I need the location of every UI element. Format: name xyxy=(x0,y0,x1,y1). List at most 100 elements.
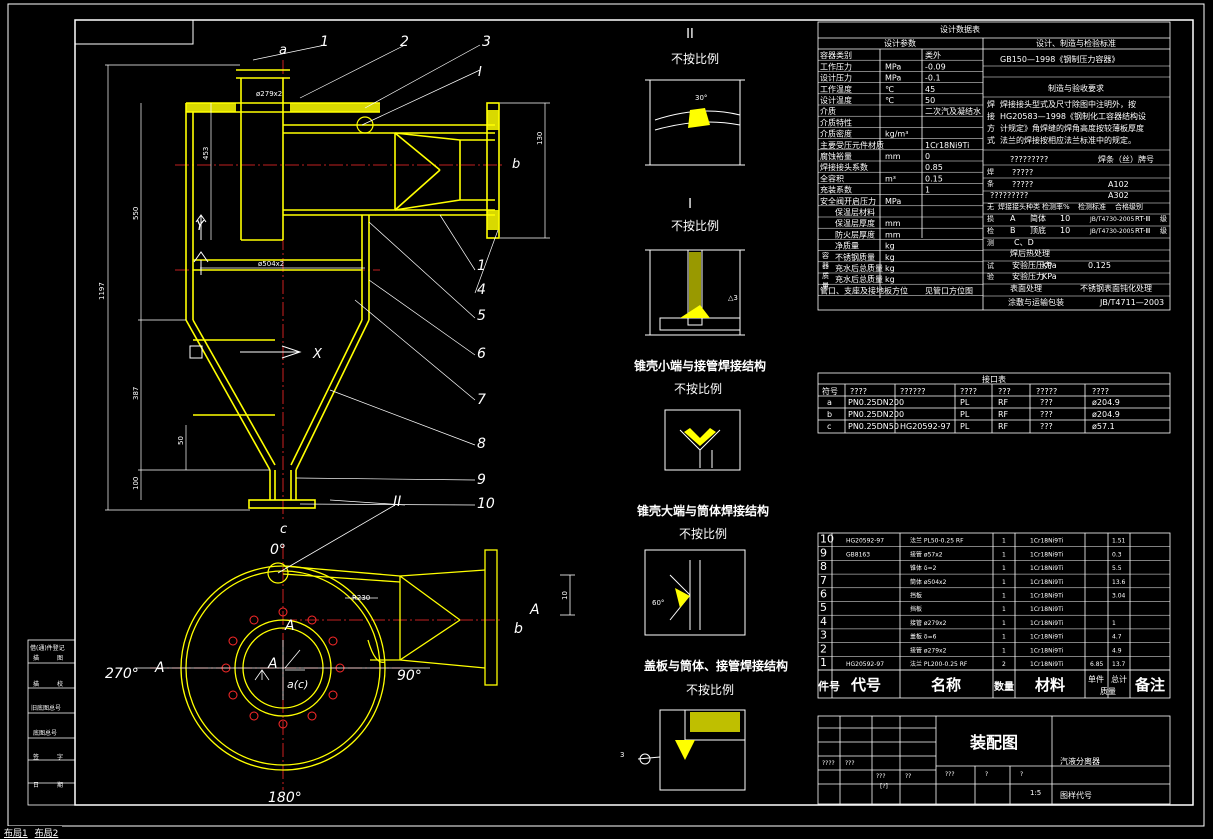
nozzle-hdr-3: ???? xyxy=(960,387,977,396)
dim-r230: R230 xyxy=(352,594,370,602)
parts-cell-4-6: 3.04 xyxy=(1112,593,1126,600)
sheet-tab-1[interactable]: 布局1 xyxy=(4,829,28,839)
paint-0: 涂敷与运输包装 xyxy=(1008,297,1064,307)
design-cell-11-1: m³ xyxy=(885,174,896,183)
weld-row-0: ????? xyxy=(1012,168,1033,177)
detail-4-note: 不按比例 xyxy=(679,527,727,541)
parts-cell-6-6: 1 xyxy=(1112,620,1116,627)
weld-side-3: 式 xyxy=(987,135,995,145)
parts-cell-7-6: 4.7 xyxy=(1112,634,1122,641)
side-mark-2: 无 xyxy=(987,203,994,211)
design-cell-9-1: mm xyxy=(885,152,901,161)
parts-cell-4-2: 挡板 xyxy=(910,592,922,600)
ndt-a-2: 10 xyxy=(1060,214,1070,223)
parts-cell-9-3: 2 xyxy=(1002,661,1006,668)
side-mark-7: 器 xyxy=(822,262,829,270)
weld-hdr-0: ????????? xyxy=(1010,155,1048,164)
dim-shell: ø504x2 xyxy=(258,260,284,268)
nozzle-hdr-1: ???? xyxy=(850,387,867,396)
ndt-b-5: 级 xyxy=(1160,226,1167,235)
design-cell-19-1: kg xyxy=(885,264,895,273)
design-data-table: 设计数据表 设计参数 设计、制造与检验标准 GB150—1998《钢制压力容器》… xyxy=(817,21,1171,311)
parts-cell-8-0: 2 xyxy=(820,642,827,655)
weld-hdr-1: 焊条（丝）牌号 xyxy=(1098,154,1154,164)
nozzle-cell-0-5: ??? xyxy=(1040,398,1053,407)
strip-label-1: 描 图 xyxy=(33,654,63,662)
ndt-hdr-1: 检测率% xyxy=(1042,202,1070,211)
parts-cell-1-6: 0.3 xyxy=(1112,551,1122,558)
parts-hdr-8: 备注 xyxy=(1134,676,1165,694)
detail-3-note: 不按比例 xyxy=(674,382,722,396)
parts-cell-6-4: 1Cr18Ni9Ti xyxy=(1030,620,1064,627)
sheet-tabs: 布局1 布局2 xyxy=(4,826,63,839)
side-mark-9: 量 xyxy=(822,282,829,290)
weld-line-0: 焊接接头型式及尺寸除图中注明外，按 xyxy=(1000,99,1136,109)
marker-I: I xyxy=(478,65,482,80)
test-0-1: KPa xyxy=(1042,261,1057,270)
sheet-tab-2[interactable]: 布局2 xyxy=(34,829,59,839)
parts-cell-4-4: 1Cr18Ni9Ti xyxy=(1030,593,1064,600)
parts-cell-7-0: 3 xyxy=(820,629,827,642)
side-mark-10: 试 xyxy=(987,261,994,270)
design-cell-14-0: 保温层材料 xyxy=(835,207,875,217)
ndt-a-3: JB/T4730-2005 xyxy=(1089,216,1134,223)
drawing-frame xyxy=(7,3,1205,827)
strip-label-2: 描 校 xyxy=(33,680,63,688)
ndt-a-4: RT-Ⅲ xyxy=(1135,215,1151,223)
dim-550: 550 xyxy=(132,207,140,220)
ndt-a-0: A xyxy=(1010,214,1016,223)
nozzle-hdr-5: ????? xyxy=(1036,387,1057,396)
marker-c: c xyxy=(280,522,287,537)
left-strip xyxy=(27,639,76,806)
strip-label-5: 签 字 xyxy=(33,753,63,761)
parts-cell-0-1: HG20592-97 xyxy=(846,538,884,545)
nozzle-hdr-6: ???? xyxy=(1092,387,1109,396)
nozzle-hdr-4: ??? xyxy=(998,387,1011,396)
parts-cell-8-3: 1 xyxy=(1002,647,1006,654)
part-label-6: 6 xyxy=(477,346,486,362)
side-mark-1: 条 xyxy=(987,179,994,188)
title-small-4: [?] xyxy=(880,783,888,790)
design-cell-8-2: 1Cr18Ni9Ti xyxy=(925,141,969,150)
parts-cell-1-2: 接管 ø57x2 xyxy=(910,550,943,558)
design-cell-2-2: -0.1 xyxy=(925,74,941,83)
detail-views: II 不按比例 30° I 不按比例 △3 锥壳小端与接管焊接结构 不按比例 锥… xyxy=(620,27,788,791)
design-cell-7-0: 介质密度 xyxy=(820,129,852,139)
design-cell-16-0: 防火层厚度 xyxy=(835,229,875,239)
nozzle-cell-2-3: PL xyxy=(960,422,970,431)
weld-row-2b: A302 xyxy=(1108,191,1129,200)
ndt-b-4: RT-Ⅲ xyxy=(1135,227,1151,235)
detail-4-title: 锥壳大端与筒体焊接结构 xyxy=(637,503,769,518)
design-cell-20-1: kg xyxy=(885,275,895,284)
design-mfg-title: 制造与验收要求 xyxy=(1048,83,1104,93)
design-cell-21-1: 见管口方位图 xyxy=(925,285,973,295)
part-label-2: 2 xyxy=(400,34,409,50)
marker-b: b xyxy=(512,157,520,172)
design-cell-0-2: 类外 xyxy=(925,50,941,60)
parts-cell-5-4: 1Cr18Ni9Ti xyxy=(1030,606,1064,613)
detail-1-dim: 30° xyxy=(695,94,707,102)
ndt-a-5: 级 xyxy=(1160,214,1167,223)
ndt-c-0: C、D xyxy=(1014,238,1034,247)
nozzle-cell-1-1: PN0.25DN200 xyxy=(848,410,904,419)
title-small-6: ? xyxy=(985,771,988,778)
title-small-0: ???? xyxy=(822,760,835,767)
parts-cell-9-1: HG20592-97 xyxy=(846,661,884,668)
weld-row-2: ????????? xyxy=(990,191,1028,200)
design-col-right: 设计、制造与检验标准 xyxy=(1036,38,1116,48)
parts-cell-3-2: 筒体 ø504x2 xyxy=(910,578,947,586)
side-mark-8: 质 xyxy=(822,271,829,280)
test-1-0: 安验压力 xyxy=(1012,271,1044,281)
parts-hdr-1: 代号 xyxy=(850,676,881,694)
design-cell-13-1: MPa xyxy=(885,197,901,206)
section-A-top: A xyxy=(284,618,295,634)
design-cell-4-1: ℃ xyxy=(885,96,894,105)
parts-cell-9-0: 1 xyxy=(820,656,827,669)
design-cell-21-0: 管口、支座及接地板方位 xyxy=(820,285,908,295)
dim-pipe: ø279x2 xyxy=(256,90,282,98)
ndt-a-1: 简体 xyxy=(1030,213,1046,223)
nozzle-cell-0-0: a xyxy=(827,398,832,407)
parts-cell-6-0: 4 xyxy=(820,615,827,628)
parts-hdr-2: 名称 xyxy=(931,676,961,694)
